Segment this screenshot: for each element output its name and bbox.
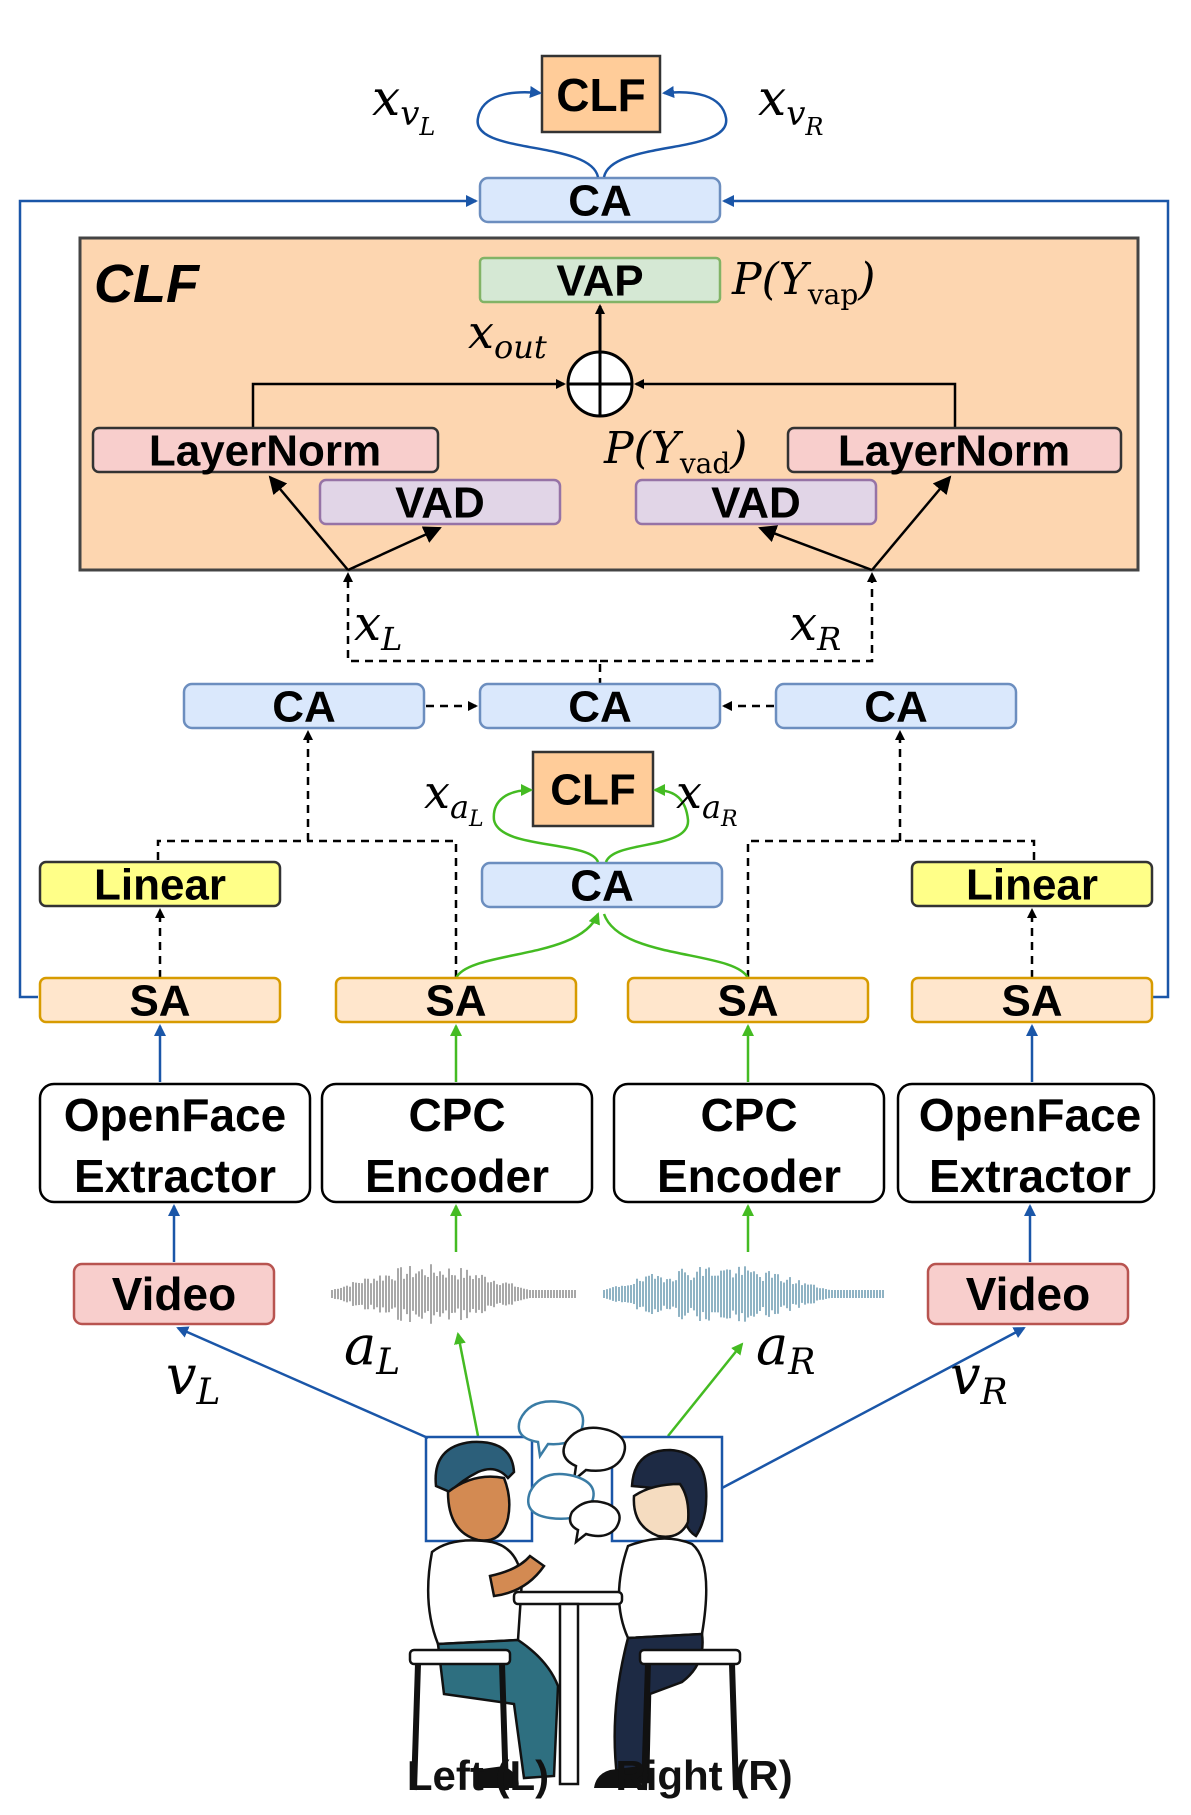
x-out-label: xout <box>468 305 547 366</box>
ca-right-label: CA <box>864 683 928 732</box>
linear-right-label: Linear <box>966 861 1098 910</box>
a-L-label: aL <box>344 1314 400 1383</box>
vad-left-label: VAD <box>395 479 485 528</box>
top-clf-label: CLF <box>556 69 645 121</box>
linear-right-box <box>910 860 1154 908</box>
ca-left-box <box>182 682 426 730</box>
x-R-label: xR <box>790 596 841 658</box>
top-ca-box <box>478 176 722 224</box>
v-L-label: vL <box>166 1344 220 1413</box>
sa-label-2: SA <box>425 977 486 1026</box>
ca-left-label: CA <box>272 683 336 732</box>
waveform-right-icon <box>603 1266 884 1322</box>
ca-center-box <box>478 682 722 730</box>
extractor-4-line1: OpenFace <box>919 1089 1141 1141</box>
caption-left: Left (L) <box>407 1752 549 1799</box>
extractor-box-2 <box>320 1082 594 1204</box>
sa-label-1: SA <box>129 977 190 1026</box>
sa-box-1 <box>38 976 282 1024</box>
audio-clf-label: CLF <box>550 766 636 815</box>
p-vap-label: P(Yvap) <box>731 254 875 311</box>
top-x-vR: xvR <box>758 69 824 141</box>
x-L-label: xL <box>354 596 402 658</box>
audio-clf-box <box>531 750 655 828</box>
vad-right-box <box>634 478 878 526</box>
layernorm-left-box <box>91 426 440 474</box>
top-x-vL: xvL <box>372 69 435 141</box>
ln-right-to-sum <box>634 379 957 428</box>
extractor-box-3 <box>612 1082 886 1204</box>
video-right-label: Video <box>966 1268 1090 1320</box>
audio-ca-label: CA <box>570 862 634 911</box>
sa-box-3 <box>626 976 870 1024</box>
video-left-box <box>72 1262 276 1326</box>
caption-right: Right (R) <box>615 1752 792 1799</box>
linear-left-box <box>38 860 282 908</box>
waveform-left-icon <box>331 1264 576 1324</box>
audio-ca-box <box>480 861 724 909</box>
top-loop-left <box>476 86 600 178</box>
p-vad-label: P(Yvad) <box>603 423 747 480</box>
ca-right-box <box>774 682 1018 730</box>
video-left-label: Video <box>112 1268 236 1320</box>
v-R-label: vR <box>950 1344 1008 1413</box>
feedback-line-right <box>722 195 1170 999</box>
top-ca-label: CA <box>568 177 632 226</box>
sa-box-4 <box>910 976 1154 1024</box>
vad-right-label: VAD <box>711 479 801 528</box>
extractor-box-1 <box>38 1082 312 1204</box>
top-clf-box <box>540 54 662 134</box>
extractor-4-line2: Extractor <box>929 1150 1131 1202</box>
conversation-illustration <box>408 1400 742 1791</box>
clf-panel-title: CLF <box>94 254 201 314</box>
layernorm-left-label: LayerNorm <box>149 427 381 476</box>
extractor-1-line1: OpenFace <box>64 1089 286 1141</box>
a-R-label: aR <box>756 1314 815 1383</box>
video-right-box <box>926 1262 1130 1326</box>
linear-left-label: Linear <box>94 861 226 910</box>
feedback-line-left <box>18 195 478 999</box>
ln-left-to-sum <box>251 379 566 428</box>
vap-label: VAP <box>556 257 643 306</box>
layernorm-right-label: LayerNorm <box>838 427 1070 476</box>
x-aL-label: xaL <box>424 765 484 832</box>
extractor-1-line2: Extractor <box>74 1150 276 1202</box>
extractor-2-line2: Encoder <box>365 1150 549 1202</box>
extractor-2-line1: CPC <box>408 1089 505 1141</box>
sa-label-3: SA <box>717 977 778 1026</box>
sa-box-2 <box>334 976 578 1024</box>
sa-label-4: SA <box>1001 977 1062 1026</box>
extractor-3-line1: CPC <box>700 1089 797 1141</box>
vad-left-box <box>318 478 562 526</box>
x-aR-label: xaR <box>676 765 738 832</box>
extractor-3-line2: Encoder <box>657 1150 841 1202</box>
extractor-box-4 <box>896 1082 1156 1204</box>
ca-center-label: CA <box>568 683 632 732</box>
layernorm-right-box <box>786 426 1123 474</box>
top-loop-right <box>602 86 728 178</box>
dashed-xR <box>600 572 877 663</box>
vap-box <box>478 256 722 304</box>
